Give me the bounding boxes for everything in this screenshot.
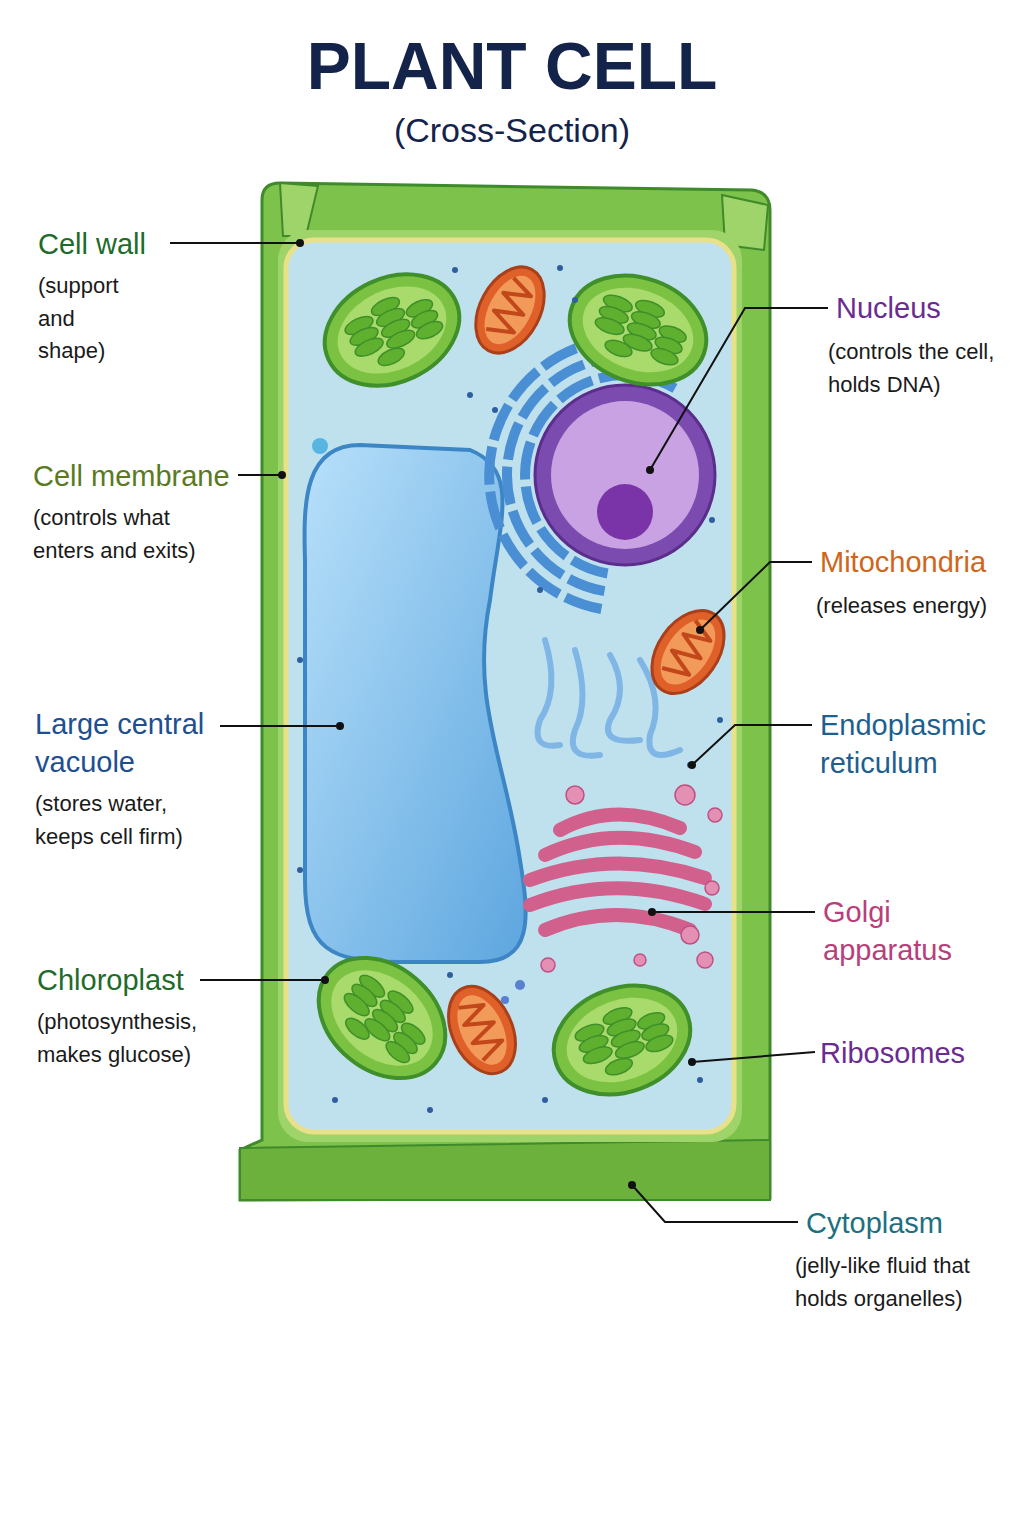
leader-line <box>692 725 812 765</box>
leader-dot <box>688 1058 696 1066</box>
ribosome <box>515 980 525 990</box>
subtitle: (Cross-Section) <box>262 108 762 152</box>
part-description: (photosynthesis, makes glucose) <box>37 1006 232 1071</box>
vesicle <box>681 926 699 944</box>
ribosome <box>697 1077 703 1083</box>
golgi-vesicles <box>541 785 722 972</box>
leader-dot <box>321 976 329 984</box>
leader-line <box>650 308 828 470</box>
vesicle <box>705 881 719 895</box>
part-description: (controls the cell, holds DNA) <box>828 336 1023 401</box>
cell-wall-edge <box>240 1140 770 1200</box>
golgi-cisterna <box>545 838 695 855</box>
part-description: (stores water, keeps cell firm) <box>35 788 200 853</box>
part-name: Cytoplasm <box>806 1205 1016 1243</box>
diagram-title: PLANT CELL <box>112 30 912 103</box>
part-description: (jelly-like fluid that holds organelles) <box>795 1250 1005 1315</box>
leader-line <box>652 911 815 913</box>
golgi-cisterna <box>545 915 690 930</box>
er-tubule <box>538 640 561 746</box>
chloroplast <box>538 967 705 1113</box>
leader-dot <box>646 466 654 474</box>
mitochondrion <box>435 976 528 1085</box>
part-description: (releases energy) <box>816 590 1021 623</box>
cell-wall-bevel <box>280 183 318 236</box>
nucleolus <box>597 484 653 540</box>
ribosome <box>542 1097 548 1103</box>
mitochondrion <box>637 597 739 707</box>
leader-line <box>170 242 300 244</box>
vesicle <box>675 785 695 805</box>
ribosome <box>557 265 563 271</box>
ribosome <box>501 996 509 1004</box>
leader-dot <box>336 722 344 730</box>
vesicle <box>634 954 646 966</box>
vesicle <box>697 952 713 968</box>
ribosome <box>467 392 473 398</box>
leader-dot <box>296 239 304 247</box>
leader-dot <box>648 908 656 916</box>
leader-dot <box>688 761 696 769</box>
part-name: Golgi apparatus <box>823 894 978 969</box>
ribosome <box>717 717 723 723</box>
chloroplast <box>307 253 478 406</box>
part-description: (controls what enters and exits) <box>33 502 203 567</box>
vesicle <box>541 958 555 972</box>
vesicle <box>312 438 328 454</box>
ribosome <box>572 297 578 303</box>
leader-dot <box>696 626 704 634</box>
leader-line <box>700 562 812 630</box>
part-name: Cell wall <box>38 226 238 264</box>
leader-dots <box>278 239 704 1189</box>
cell-wall-inner <box>278 230 742 1142</box>
leader-line <box>692 1052 815 1062</box>
golgi-cisterna <box>530 863 705 880</box>
leader-lines <box>170 243 828 1222</box>
ribosome <box>492 407 498 413</box>
leader-line <box>220 725 340 727</box>
leader-line <box>632 1185 798 1222</box>
ribosome <box>537 587 543 593</box>
vesicle <box>566 786 584 804</box>
leader-line <box>238 474 282 476</box>
part-name: Endoplasmic reticulum <box>820 707 1015 782</box>
nuclear-envelope <box>535 385 715 565</box>
chloroplast <box>295 933 469 1103</box>
ribosomes <box>297 265 723 1113</box>
part-name: Nucleus <box>836 290 1016 328</box>
chloroplast <box>554 257 721 403</box>
part-name: Chloroplast <box>37 962 277 1000</box>
ribosome <box>709 517 715 523</box>
part-name: Large central vacuole <box>35 706 240 781</box>
golgi-cisterna <box>530 888 705 905</box>
mitochondrion <box>462 255 558 364</box>
part-name: Ribosomes <box>820 1035 1020 1073</box>
leader-dot <box>278 471 286 479</box>
er-tubule <box>608 655 640 741</box>
golgi-cisterna <box>560 814 680 830</box>
ribosome <box>427 1107 433 1113</box>
ribosome <box>452 267 458 273</box>
ribosome <box>332 1097 338 1103</box>
ribosome <box>297 657 303 663</box>
vesicle <box>708 808 722 822</box>
part-name: Mitochondria <box>820 544 1020 582</box>
leader-line <box>200 979 325 981</box>
part-name: Cell membrane <box>33 458 273 496</box>
part-description: (support and shape) <box>38 270 138 368</box>
ribosome <box>297 867 303 873</box>
leader-dot <box>628 1181 636 1189</box>
cell-wall <box>240 183 770 1200</box>
ribosome <box>447 972 453 978</box>
er-tubule <box>573 650 600 756</box>
